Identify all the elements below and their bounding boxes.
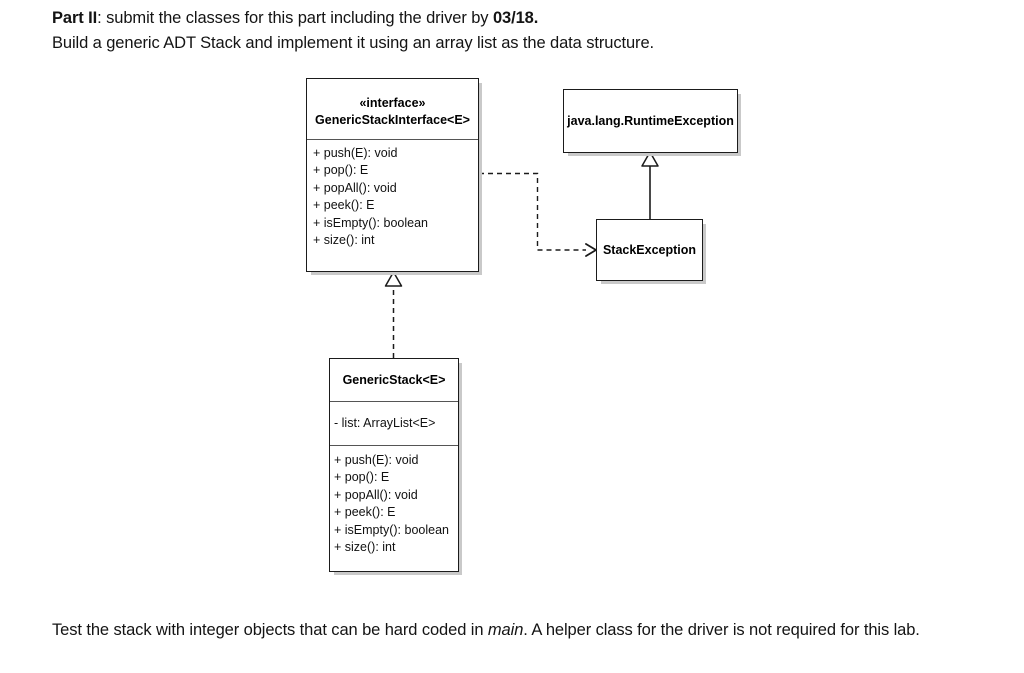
- uml-class-header-generic-stack-interface: «interface» GenericStackInterface<E>: [307, 79, 478, 139]
- uml-class-name-runtimeexception: java.lang.RuntimeException: [567, 114, 734, 128]
- uml-operation: + push(E): void: [313, 146, 398, 160]
- uml-operation: + peek(): E: [313, 198, 375, 213]
- uml-operation: + popAll(): void: [313, 180, 397, 195]
- uml-operation: + size(): int: [313, 233, 375, 248]
- outro-text-part-1: Test the stack with integer objects that…: [52, 621, 488, 639]
- generalization-stackexception-extends-runtimeexception: [641, 151, 659, 219]
- uml-attribute: - list: ArrayList<E>: [334, 416, 436, 431]
- uml-operation: + isEmpty(): boolean: [334, 522, 449, 537]
- uml-operation: + isEmpty(): boolean: [313, 215, 428, 230]
- uml-class-generic-stack[interactable]: GenericStack<E> - list: ArrayList<E> + p…: [329, 358, 459, 572]
- intro-line-1-text: : submit the classes for this part inclu…: [97, 9, 493, 27]
- uml-class-header-stackexception: StackException: [597, 220, 702, 280]
- due-date: 03/18.: [492, 9, 539, 27]
- uml-operation: + popAll(): void: [334, 487, 418, 502]
- uml-operation: + pop(): E: [334, 470, 390, 485]
- intro-line-1: Part II: submit the classes for this par…: [52, 6, 1012, 31]
- uml-operation: + peek(): E: [334, 505, 396, 520]
- uml-class-name-generic-stack: GenericStack<E>: [342, 373, 446, 387]
- uml-class-header-generic-stack: GenericStack<E>: [330, 359, 458, 401]
- intro-line-2: Build a generic ADT Stack and implement …: [52, 34, 655, 52]
- uml-class-generic-stack-interface[interactable]: «interface» GenericStackInterface<E> + p…: [306, 78, 479, 272]
- uml-operation: + push(E): void: [334, 453, 419, 467]
- uml-attributes-generic-stack: - list: ArrayList<E>: [330, 401, 458, 445]
- uml-operations-generic-stack: + push(E): void + pop(): E + popAll(): v…: [330, 445, 458, 573]
- outro-text-part-2: . A helper class for the driver is not r…: [523, 621, 920, 639]
- uml-class-java-lang-runtimeexception[interactable]: java.lang.RuntimeException: [563, 89, 738, 153]
- uml-operation: + pop(): E: [313, 163, 369, 178]
- intro-paragraph: Part II: submit the classes for this par…: [52, 6, 1012, 56]
- dependency-interface-uses-stackexception: [479, 172, 597, 257]
- uml-class-name-stackexception: StackException: [602, 243, 697, 257]
- outro-emphasis-main: main: [487, 621, 524, 639]
- uml-stereotype-interface: «interface»: [359, 96, 426, 110]
- uml-operation: + size(): int: [334, 540, 396, 555]
- realization-genericstack-implements-interface: [384, 271, 403, 358]
- uml-operations-generic-stack-interface: + push(E): void + pop(): E + popAll(): v…: [307, 139, 478, 273]
- outro-paragraph: Test the stack with integer objects that…: [52, 618, 1017, 643]
- uml-class-name-generic-stack-interface: GenericStackInterface<E>: [315, 113, 470, 127]
- uml-class-header-runtimeexception: java.lang.RuntimeException: [564, 90, 737, 152]
- uml-class-stackexception[interactable]: StackException: [596, 219, 703, 281]
- part-label: Part II: [52, 9, 98, 27]
